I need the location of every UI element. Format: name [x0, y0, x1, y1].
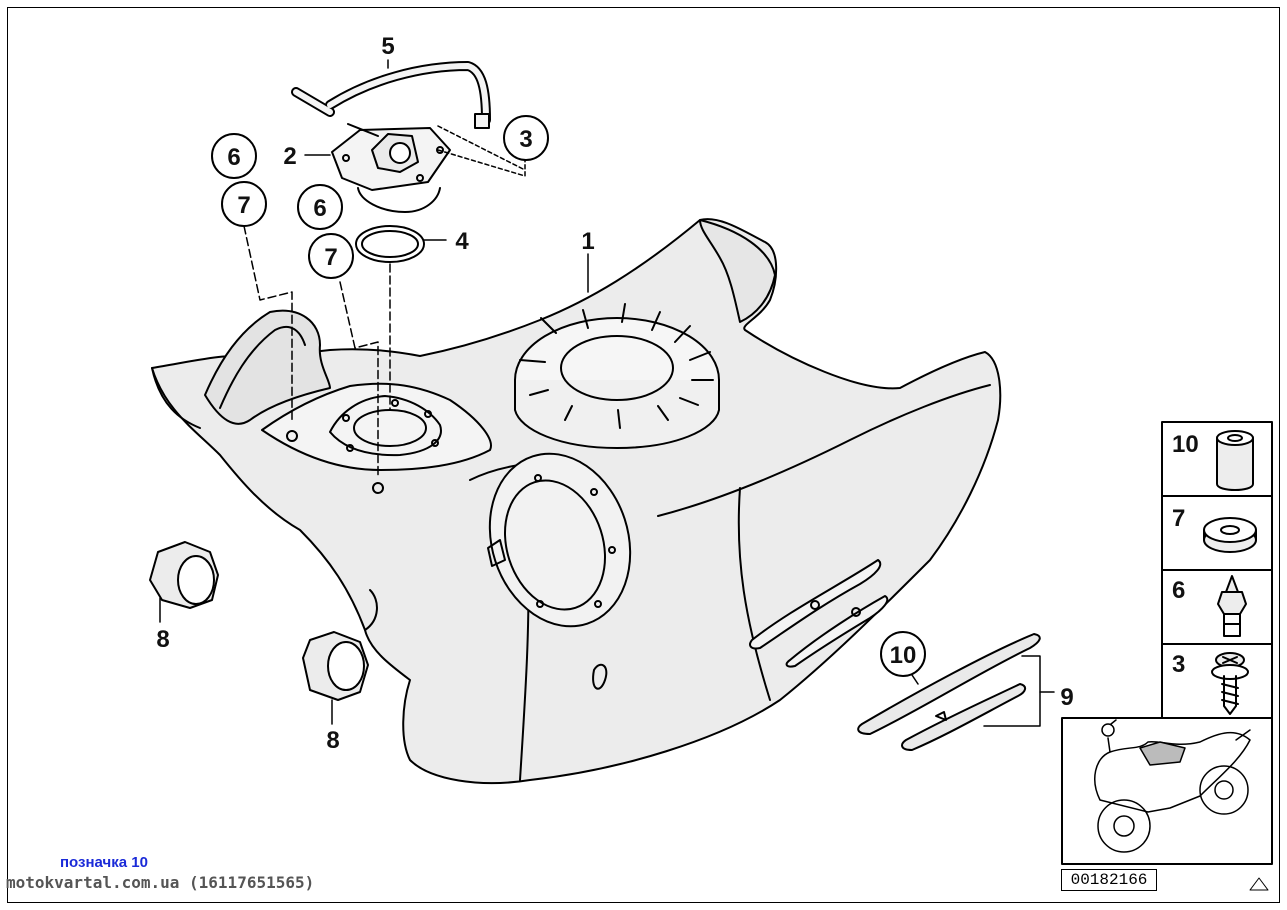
callout-10: 10	[890, 642, 917, 669]
callout-6-right: 6	[313, 195, 326, 222]
reference-label[interactable]: позначка 10	[60, 854, 148, 871]
screw-icon	[1211, 652, 1249, 715]
fuel-pump-flange[interactable]	[331, 127, 451, 213]
callout-8-left: 8	[156, 626, 169, 653]
motorcycle-icon	[1094, 719, 1251, 853]
rubber-bushing-right[interactable]	[302, 631, 369, 701]
legend-label-6: 6	[1172, 577, 1185, 604]
motorcycle-thumbnail	[1061, 717, 1273, 865]
fuel-tank[interactable]	[151, 218, 1002, 785]
diagram-frame	[7, 7, 1280, 903]
o-ring[interactable]	[355, 225, 425, 263]
vent-hose[interactable]	[291, 61, 491, 137]
rivet-icon	[1217, 575, 1247, 637]
spacer-icon	[1216, 430, 1254, 491]
leader-lines	[159, 59, 1055, 727]
legend-label-7: 7	[1172, 505, 1185, 532]
callout-1: 1	[581, 228, 594, 255]
rubber-strip-upper[interactable]	[857, 633, 1041, 735]
callout-6-left: 6	[227, 144, 240, 171]
rubber-bushing-left[interactable]	[149, 541, 219, 609]
callout-5: 5	[381, 33, 394, 60]
callout-circles	[211, 115, 926, 677]
callout-7-left: 7	[237, 192, 250, 219]
washer-icon	[1203, 517, 1257, 553]
legend-label-3: 3	[1172, 651, 1185, 678]
callout-9: 9	[1060, 684, 1073, 711]
callout-4: 4	[455, 228, 469, 255]
site-watermark: motokvartal.com.ua (16117651565)	[6, 873, 315, 892]
callout-8-right: 8	[326, 727, 339, 754]
rubber-strip-lower[interactable]	[901, 683, 1026, 751]
diagram-number: 00182166	[1061, 869, 1157, 891]
callout-2: 2	[283, 143, 296, 170]
legend-panel	[1061, 421, 1273, 865]
callout-7-right: 7	[324, 244, 337, 271]
callout-3: 3	[519, 126, 532, 153]
callout-numbers: 1 2 3 4 5 6 6 7 7 8 8 9 10 10 7 6 3	[156, 33, 1198, 754]
legend-label-10: 10	[1172, 431, 1199, 458]
triangle-icon	[1249, 877, 1269, 891]
